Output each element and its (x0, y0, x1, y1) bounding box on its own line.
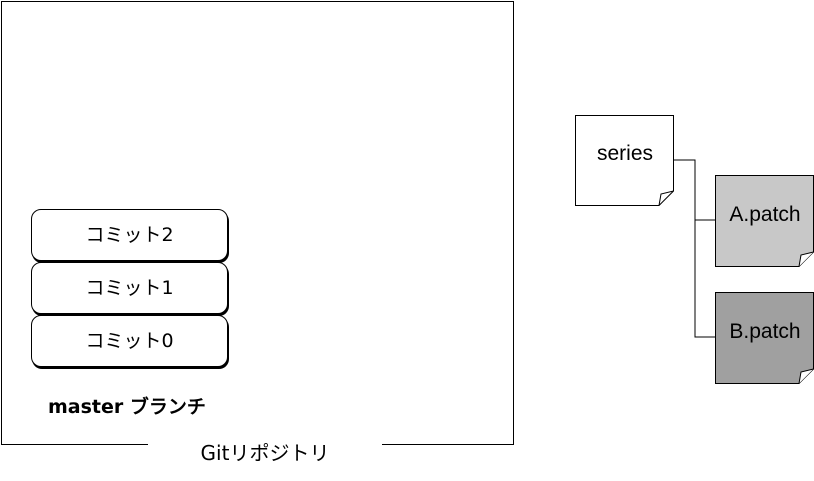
commit-1: コミット1 (31, 262, 228, 314)
commit-0: コミット0 (31, 315, 228, 367)
patch-b-file: B.patch (715, 292, 814, 386)
git-repository-label: Gitリポジトリ (148, 432, 382, 468)
commit-2: コミット2 (31, 209, 228, 261)
series-file: series (575, 115, 675, 207)
patch-a-file: A.patch (715, 175, 814, 269)
patch-b-label: B.patch (729, 320, 801, 343)
patch-a-label: A.patch (729, 203, 801, 226)
series-file-label: series (596, 142, 654, 165)
master-branch-label: master ブランチ (48, 396, 206, 418)
